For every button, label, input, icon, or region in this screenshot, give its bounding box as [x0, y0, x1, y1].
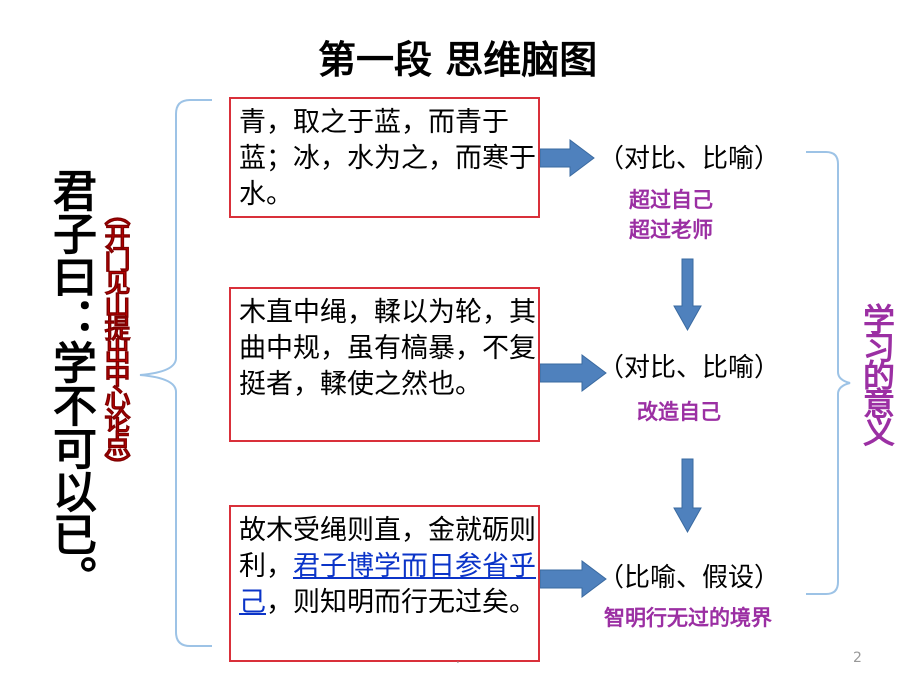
right-bracket — [806, 151, 851, 595]
main-statement: 君子曰：学不可以已。 — [45, 168, 96, 598]
meaning-3: 智明行无过的境界 — [604, 606, 772, 630]
quote-link[interactable]: 君子博学而日参省乎己 — [239, 551, 536, 618]
quote-text-3-after: ，则知明而行无过矣。 — [266, 587, 536, 618]
side-label: 学习的意义 — [858, 303, 896, 443]
arrow-right-2 — [539, 354, 607, 392]
quote-text-1: 青，取之于蓝，而青于蓝；冰，水为之，而寒于水。 — [239, 107, 536, 210]
arrow-down-2 — [673, 458, 702, 534]
quote-box-2: 木直中绳，輮以为轮，其曲中规，虽有槁暴，不复挺者，輮使之然也。 — [229, 287, 540, 442]
page-number: 2 — [853, 650, 862, 666]
meaning-1b: 超过老师 — [629, 218, 713, 242]
footer-dot: . — [456, 652, 460, 666]
arrow-down-1 — [673, 258, 702, 332]
arrow-right-1 — [539, 139, 595, 177]
quote-text-3-before: 故木受绳则直，金就砺则利， — [239, 515, 536, 582]
quote-box-3: 故木受绳则直，金就砺则利，君子博学而日参省乎己，则知明而行无过矣。 — [229, 505, 540, 662]
left-bracket — [139, 99, 212, 647]
page-title: 第一段 思维脑图 — [318, 38, 598, 82]
method-label-3: （比喻、假设） — [598, 563, 781, 593]
method-label-1: （对比、比喻） — [598, 144, 781, 174]
method-label-2: （对比、比喻） — [598, 353, 781, 383]
quote-box-1: 青，取之于蓝，而青于蓝；冰，水为之，而寒于水。 — [229, 97, 540, 218]
arrow-right-3 — [539, 560, 607, 598]
main-note: （开门见山提出中心论点） — [100, 200, 131, 477]
quote-text-2: 木直中绳，輮以为轮，其曲中规，虽有槁暴，不复挺者，輮使之然也。 — [239, 297, 536, 400]
meaning-1a: 超过自己 — [629, 188, 713, 212]
meaning-2: 改造自己 — [637, 400, 721, 424]
